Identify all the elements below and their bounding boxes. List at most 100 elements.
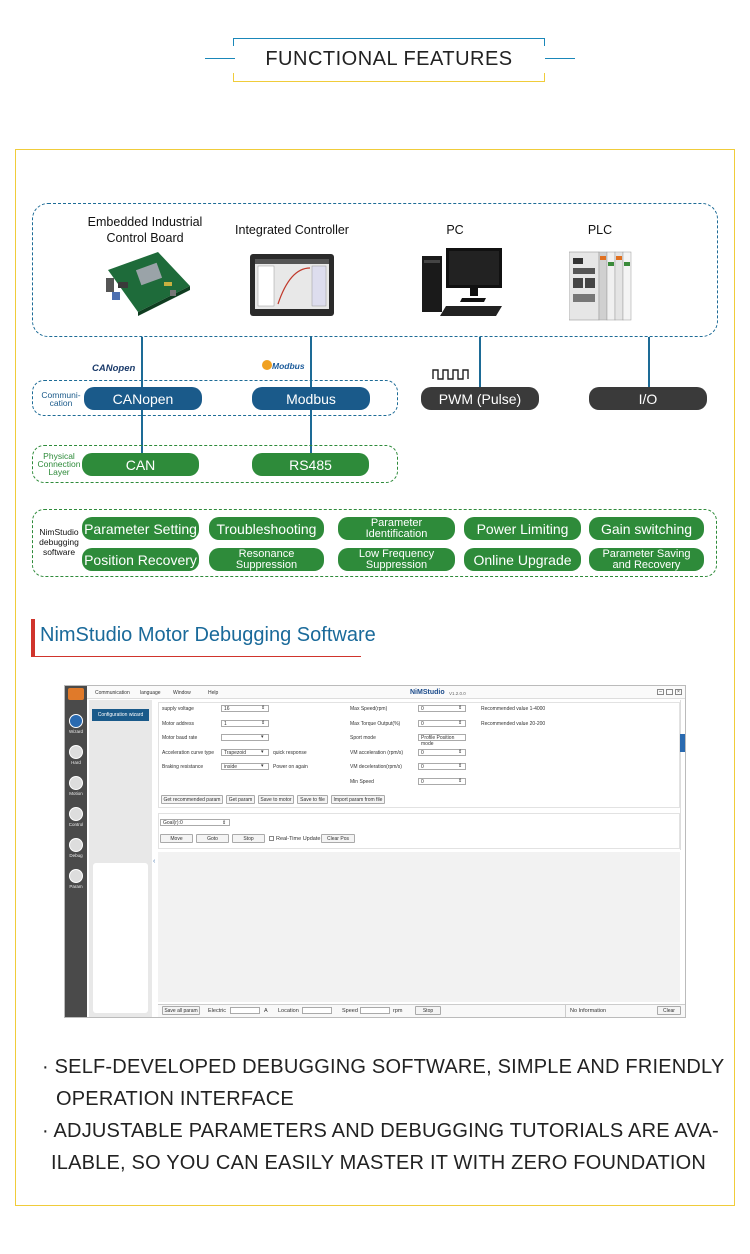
canopen-pill: CANopen	[84, 387, 202, 410]
pwm-pulse-icon	[432, 369, 469, 380]
sw-field-input[interactable]: 1	[221, 719, 269, 727]
sw-speed-unit: rpm	[393, 1008, 403, 1014]
sw-field-label: Motor baud rate	[162, 735, 198, 741]
section-title-underline	[35, 656, 361, 657]
sw-field-stepper-icon[interactable]: ⇕	[458, 748, 463, 755]
header-box-tr	[544, 38, 545, 46]
canopen-logo: CANopen	[92, 363, 136, 374]
debug-side-label: NimStudio debugging software	[39, 527, 79, 557]
sw-action-button[interactable]: Import param from file	[331, 795, 385, 804]
sw-move-button[interactable]: Move	[160, 834, 193, 843]
sw-menu-language[interactable]: language	[140, 690, 161, 696]
plc-image	[569, 251, 632, 321]
sw-location-field	[302, 1007, 332, 1014]
sw-stop-button[interactable]: Stop	[232, 834, 265, 843]
sw-nav-wizard-icon[interactable]	[69, 714, 83, 728]
sw-field-input[interactable]	[221, 734, 269, 741]
sw-field-label: VM acceleration (rpm/s)	[350, 749, 404, 756]
device-label-plc: PLC	[587, 223, 613, 237]
sw-nav-motion-icon[interactable]	[69, 776, 83, 790]
modbus-logo: Modbus	[272, 361, 305, 371]
sw-config-wizard-button[interactable]: Configuration wizard	[92, 709, 149, 721]
sw-field-stepper-icon[interactable]: ▾	[261, 748, 264, 755]
sw-menubar	[87, 686, 685, 699]
sw-field-input[interactable]: 0	[418, 705, 466, 712]
sw-goal-input[interactable]: Goal(r):0	[160, 819, 230, 826]
sw-clear-pos-button[interactable]: Clear Pos	[321, 834, 355, 843]
sw-field-stepper-icon[interactable]: ⇕	[458, 719, 463, 726]
sw-field-stepper-icon[interactable]: ⇕	[261, 719, 266, 726]
sw-electric-label: Electric	[208, 1008, 227, 1014]
sw-field-input[interactable]: Trapezoid	[221, 748, 269, 756]
sw-goto-button[interactable]: Goto	[196, 834, 229, 843]
sw-close-button[interactable]: ×	[675, 689, 682, 695]
sw-field-stepper-icon[interactable]: ⇕	[261, 705, 266, 711]
sw-info-text: No Information	[570, 1008, 607, 1014]
devices-group	[32, 203, 718, 337]
sw-field-input[interactable]: 0	[418, 719, 466, 727]
debug-pill-2-2: Resonance Suppression	[209, 548, 324, 571]
sw-status-stop-button[interactable]: Stop	[415, 1006, 441, 1015]
sw-field-stepper-icon[interactable]: ⇕	[458, 777, 463, 784]
sw-collapse-icon[interactable]: ‹	[153, 858, 156, 865]
sw-save-all-button[interactable]: Save all param	[162, 1006, 200, 1015]
section-title: NimStudio Motor Debugging Software	[40, 624, 376, 646]
sw-status-divider	[565, 1004, 566, 1017]
sw-action-button[interactable]: Get recommended param	[161, 795, 223, 804]
sw-field-input[interactable]: 0	[418, 748, 466, 756]
debug-pill-1-5: Gain switching	[589, 517, 704, 540]
sw-field-stepper-icon[interactable]: ⇕	[458, 763, 463, 769]
sw-version: V1.2.0.0	[449, 691, 466, 696]
sw-action-button[interactable]: Save to file	[297, 795, 328, 804]
sw-nav-control-icon[interactable]	[69, 807, 83, 821]
section-title-bar	[31, 619, 35, 657]
sw-goal-stepper[interactable]: ⇕	[222, 820, 227, 826]
debug-pill-1-3: Parameter Identification	[338, 517, 455, 540]
header-box-bottom	[233, 81, 545, 82]
sw-field-stepper-icon[interactable]: ⇕	[458, 705, 463, 711]
sw-nav-debug-icon[interactable]	[69, 838, 83, 852]
sw-minimize-button[interactable]: –	[657, 689, 664, 695]
sw-workspace	[158, 852, 680, 1002]
sw-action-button[interactable]: Save to motor	[258, 795, 294, 804]
sw-field-stepper-icon[interactable]: ▾	[261, 763, 264, 769]
rs485-pill: RS485	[252, 453, 369, 476]
sw-field-label: Sport mode	[350, 735, 376, 741]
sw-field-stepper-icon[interactable]: ▾	[261, 734, 264, 740]
sw-clear-button[interactable]: Clear	[657, 1006, 681, 1015]
sw-menu-help[interactable]: Help	[208, 690, 219, 696]
header-box-tl	[233, 38, 234, 46]
header-box-top	[233, 38, 545, 39]
sw-nav-hard-label: Hard	[71, 760, 81, 765]
sw-field-input[interactable]: 0	[418, 777, 466, 785]
sw-speed-label: Speed	[342, 1008, 358, 1014]
sw-field-input[interactable]: inside	[221, 763, 269, 770]
sw-field-input[interactable]: 16	[221, 705, 269, 712]
pc-image	[422, 248, 502, 316]
sw-maximize-button[interactable]	[666, 689, 673, 695]
device-label-pc: PC	[446, 223, 464, 237]
sw-electric-field	[230, 1007, 260, 1014]
line-rs485	[310, 409, 312, 454]
sw-realtime-checkbox[interactable]	[269, 836, 274, 841]
sw-menu-communication[interactable]: Communication	[95, 690, 130, 696]
sw-menu-window[interactable]: Window	[173, 690, 191, 696]
line-io	[648, 337, 650, 387]
sw-nav-param-icon[interactable]	[69, 869, 83, 883]
sw-nav-hard-icon[interactable]	[69, 745, 83, 759]
device-label-embedded: Embedded Industrial Control Board	[87, 215, 203, 245]
debug-pill-2-1: Position Recovery	[82, 548, 199, 571]
header-box-bl	[233, 73, 234, 81]
debug-pill-1-2: Troubleshooting	[209, 517, 324, 540]
sw-field-label: Min Speed	[350, 778, 374, 785]
software-window: NiMStudio V1.2.0.0 – × Configuration wiz…	[64, 685, 686, 1018]
sw-field-label: Braking resistance	[162, 764, 204, 770]
line-modbus	[310, 337, 312, 387]
sw-field-note: quick response	[273, 749, 307, 756]
debug-group	[32, 509, 717, 577]
sw-nav-control-label: Control	[68, 822, 84, 827]
sw-field-input[interactable]: 0	[418, 763, 466, 770]
sw-field-input[interactable]: Profile Position mode	[418, 734, 466, 747]
sw-action-button[interactable]: Get param	[226, 795, 255, 804]
sw-electric-unit: A	[264, 1008, 268, 1014]
